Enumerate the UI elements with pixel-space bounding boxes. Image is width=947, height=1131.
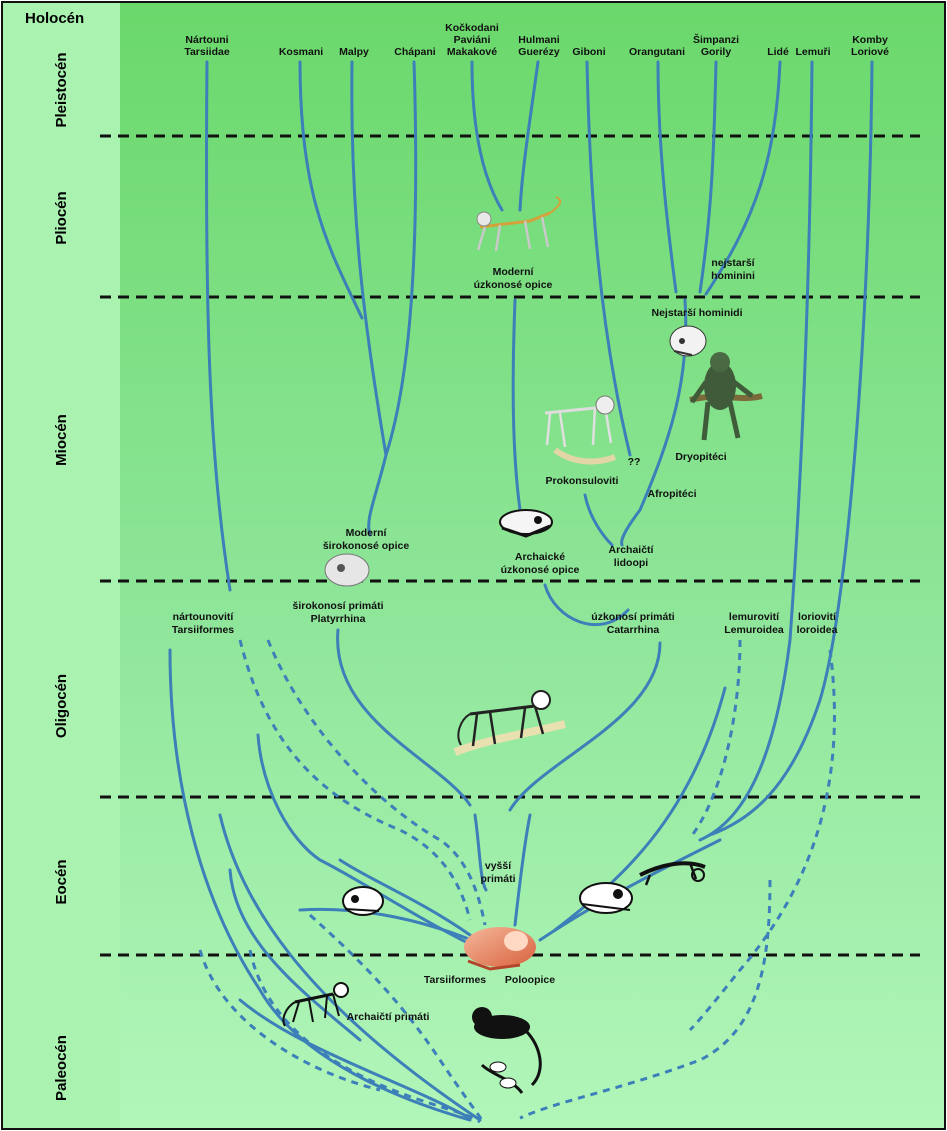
taxon-kosmani: Kosmani [279,46,323,58]
eocene-skull-right-illustration [579,882,633,914]
era-pleistocene: Pleistocén [53,52,70,127]
branch-catarrhini-lower [508,641,662,812]
branch-left-1 [256,733,480,950]
branch-platyrrhini-stem [367,60,418,537]
label-archaicti-primati: Archaičtí primáti [347,1011,430,1023]
dashed-lineages [198,639,836,1124]
branch-kosmani [298,60,364,320]
branch-left-4 [218,813,482,1122]
taxon-giboni: Giboni [572,46,605,58]
branch-simpanzi [698,60,718,294]
dryopithecus-illustration [689,352,763,441]
eocene-skull-left-illustration [342,886,384,916]
label-dryopiteci: Dryopitéci [675,451,726,463]
hominid-skull-illustration [669,325,707,357]
era-eocene: Eocén [53,859,70,904]
era-holocene: Holocén [25,10,84,27]
label-afropiteci: Afropitéci [647,488,696,500]
branch-malpy [350,60,388,457]
era-pliocene: Pliocén [53,191,70,244]
taxon-lemuri: Lemuři [795,46,830,58]
dash-8 [198,949,381,1092]
label-poloopice: Poloopice [505,974,555,986]
era-paleocene: Paleocén [53,1035,70,1101]
branch-left-5 [168,648,472,1122]
lineages [168,60,874,1122]
oligocene-skeleton-illustration [453,690,566,756]
branch-left-6 [228,868,362,1042]
taxon-malpy: Malpy [339,46,369,58]
dash-6 [308,913,484,1121]
taxon-orangutani: Orangutani [629,46,685,58]
archaic-catarrhine-skull-illustration [499,509,553,538]
timeline-strip [2,2,120,1129]
archaic-primate-skeleton-illustration [282,982,349,1027]
branch-strep-mid [553,686,727,932]
branch-catarrhini-modern [511,298,522,512]
paleocene-primate-illustration [472,1007,542,1094]
dash-3 [688,639,742,839]
branch-lide [704,60,782,296]
ancestral-skull-illustration [464,927,536,971]
modern-catarrhine-skeleton-illustration [476,196,562,252]
label-unknown: ?? [628,456,641,468]
era-boundaries [100,134,920,957]
taxon-chapani: Chápani [394,46,436,58]
branch-catarrhini-base [543,583,630,627]
branch-lemuri [698,60,814,842]
era-miocene: Miocén [53,414,70,466]
label-nejstarsi-hominidi: Nejstarší hominidi [651,307,742,319]
branch-left-7 [238,998,472,1120]
label-prokonsuloviti: Prokonsuloviti [546,475,619,487]
label-tarsiiformes: Tarsiiformes [424,974,486,986]
era-oligocene: Oligocén [53,674,70,738]
dash-2 [266,639,487,926]
dash-4 [688,649,836,1032]
branch-tarsiidae [204,60,232,592]
proconsul-skeleton-illustration [544,395,617,465]
platyrrhine-skull-illustration [324,553,370,587]
branch-loriove [708,60,874,837]
branch-kockodani [470,60,504,212]
dash-5 [519,879,772,1120]
branch-orangutani [656,60,678,294]
taxon-lide: Lidé [767,46,789,58]
dash-7 [248,949,481,1124]
branch-anthropoid-right [513,813,532,927]
eocene-strepsirrhine-skeleton-illustration [639,861,706,886]
branch-prokonsul [583,493,614,547]
branch-giboni [585,60,632,457]
branch-anthropoid-left [473,813,488,892]
branch-left-2 [338,858,472,937]
branch-hulmani [518,60,540,212]
branch-platyrrhini-base [336,628,472,807]
